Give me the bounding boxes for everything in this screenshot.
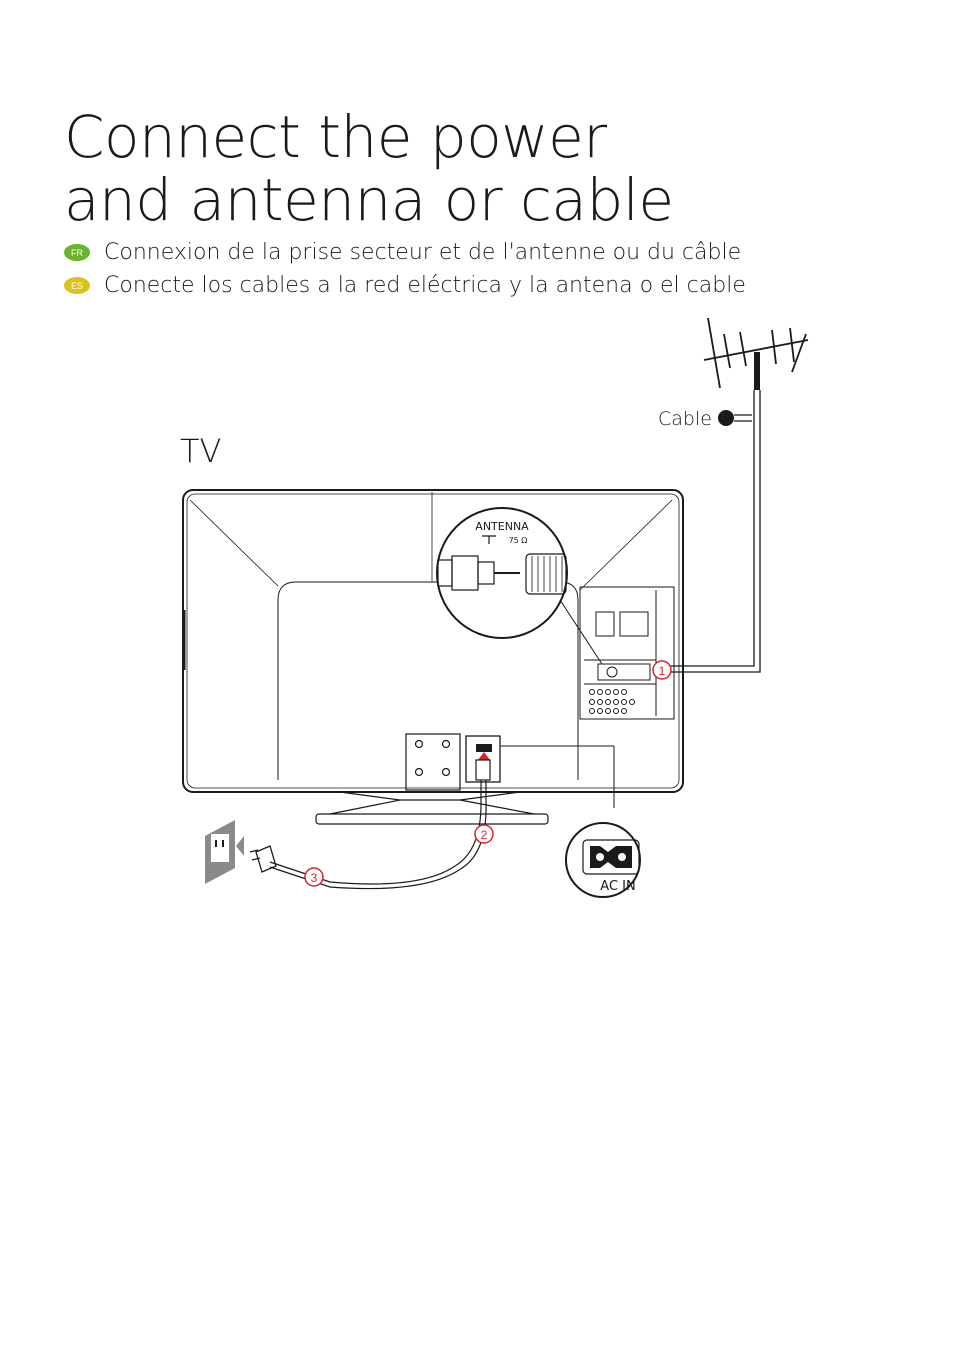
- tv-stand: [315, 733, 549, 825]
- cable-connector-icon: [718, 410, 752, 426]
- step-marker-2: 2: [474, 824, 494, 844]
- tv-label: TV: [180, 432, 221, 470]
- antenna-icon: [703, 317, 809, 390]
- es-language-badge: ES: [64, 277, 90, 294]
- title-line-2: and antenna or cable: [64, 166, 674, 234]
- power-plug-icon: [249, 845, 277, 873]
- cable-label: Cable: [658, 408, 712, 430]
- tv-back: [182, 489, 684, 793]
- wall-outlet-icon: [205, 820, 244, 884]
- svg-text:1: 1: [659, 664, 666, 678]
- connector-panel: [579, 586, 675, 720]
- subtitle-fr-text: Connexion de la prise secteur et de l'an…: [104, 240, 742, 265]
- fr-language-badge: FR: [64, 244, 90, 261]
- coax-cable: [658, 390, 761, 673]
- subtitle-es-text: Conecte los cables a la red eléctrica y …: [104, 273, 746, 298]
- step-marker-1: 1: [652, 660, 672, 680]
- antenna-port-label: ANTENNA: [475, 520, 529, 533]
- svg-text:3: 3: [311, 871, 318, 885]
- title-line-1: Connect the power: [64, 103, 607, 171]
- ac-socket-icon: [465, 735, 501, 783]
- step-marker-3: 3: [304, 867, 324, 887]
- svg-text:2: 2: [481, 828, 488, 842]
- antenna-impedance-label: 75 Ω: [509, 536, 528, 545]
- antenna-zoom-callout: ANTENNA 75 Ω: [436, 507, 603, 665]
- page-title: Connect the power and antenna or cable: [64, 106, 674, 232]
- subtitle-es: ES Conecte los cables a la red eléctrica…: [64, 273, 746, 298]
- power-cord: [269, 780, 487, 890]
- ac-in-label: AC IN: [600, 879, 635, 894]
- ac-in-zoom-callout: AC IN: [565, 822, 641, 898]
- ac-callout-lines: [500, 745, 615, 808]
- subtitle-fr: FR Connexion de la prise secteur et de l…: [64, 240, 741, 265]
